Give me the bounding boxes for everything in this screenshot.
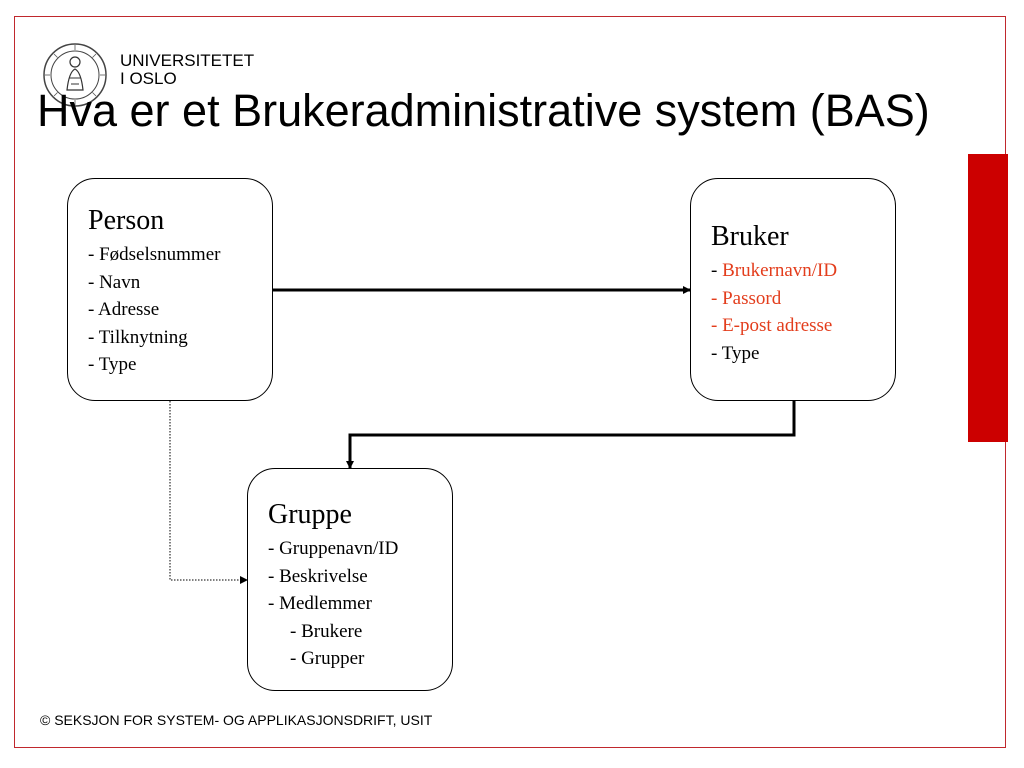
bruker-attribute-prefix: - [711,260,723,281]
bruker-attribute: - Type [711,340,895,368]
person-attribute: - Tilknytning [88,326,188,348]
bruker-attribute-highlight: - E-post adresse [711,315,833,336]
bruker-attribute: - Brukernavn/ID [711,257,895,285]
arrow-bruker-to-gruppe [346,401,796,469]
gruppe-attribute: - Beskrivelse [268,565,368,587]
university-name-line2: I OSLO [120,69,177,88]
gruppe-box: Gruppe - Gruppenavn/ID - Beskrivelse - M… [247,468,453,691]
person-attribute: - Navn [88,271,141,293]
gruppe-title: Gruppe [268,499,352,530]
bruker-attribute-text: - Type [711,342,760,364]
bruker-attribute-highlight: - Passord [711,287,782,309]
university-name: UNIVERSITETET I OSLO [120,52,254,88]
person-title: Person [88,205,165,236]
person-attribute: - Type [88,354,137,375]
bruker-attribute-list: - Brukernavn/ID - Passord - E-post adres… [711,257,895,367]
university-seal-icon [43,43,107,107]
gruppe-attribute: - Gruppenavn/ID [268,538,399,559]
arrow-person-to-gruppe [169,401,248,584]
side-accent-bar [968,154,1008,442]
person-box: Person - Fødselsnummer - Navn - Adresse … [67,178,273,401]
footer-copyright: © SEKSJON FOR SYSTEM- OG APPLIKASJONSDRI… [40,712,433,728]
gruppe-sub-attribute: - Brukere [290,620,363,642]
bruker-box: Bruker - Brukernavn/ID - Passord - E-pos… [690,178,896,401]
person-attribute: - Fødselsnummer [88,244,221,265]
gruppe-attribute: - Medlemmer [268,593,372,614]
university-name-line1: UNIVERSITETET [120,51,255,70]
bruker-attribute: - E-post adresse [711,312,895,340]
bruker-attribute-highlight: Brukernavn/ID [722,260,838,281]
bruker-title: Bruker [711,221,789,252]
bruker-attribute: - Passord [711,285,895,313]
gruppe-attribute-list: - Gruppenavn/ID - Beskrivelse - Medlemme… [268,535,452,673]
slide-title: Hva er et Brukeradministrative system (B… [37,85,930,136]
gruppe-sub-attribute: - Grupper [290,648,365,669]
person-attribute-list: - Fødselsnummer - Navn - Adresse - Tilkn… [88,241,272,379]
person-attribute: - Adresse [88,299,160,320]
